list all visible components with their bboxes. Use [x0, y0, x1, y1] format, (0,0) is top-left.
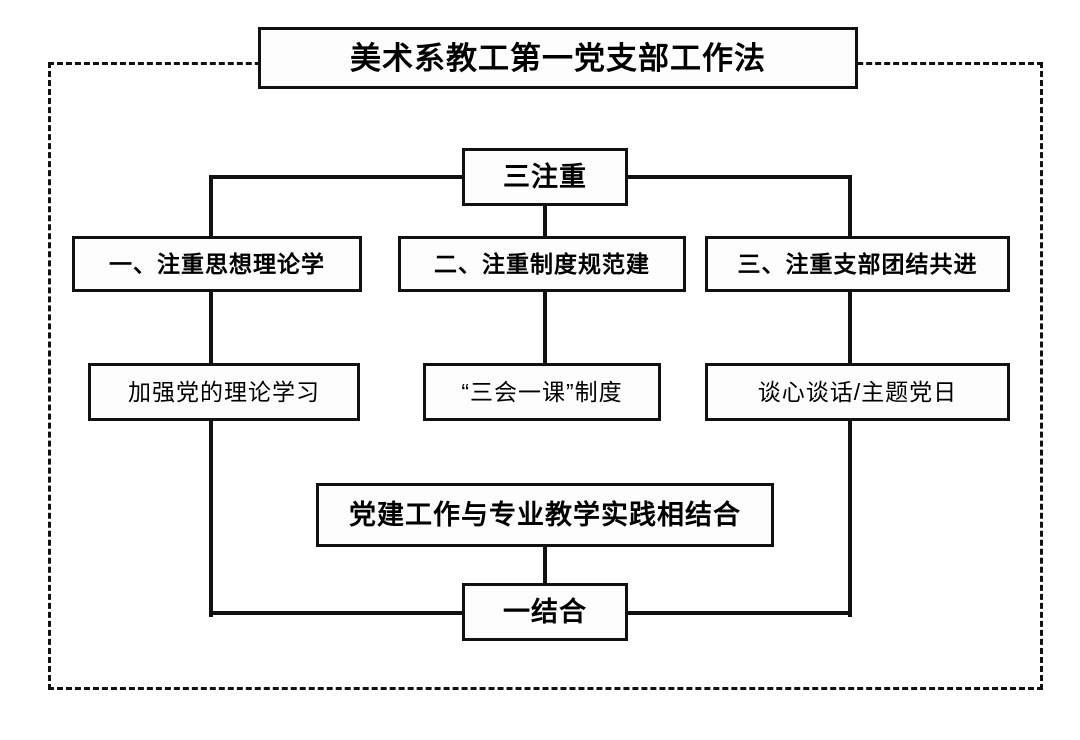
node-category-2-label: 二、注重制度规范建: [434, 250, 650, 277]
node-leaf-1: 加强党的理论学习: [88, 363, 360, 421]
diagram-title-box: 美术系教工第一党支部工作法: [258, 27, 858, 89]
connector-three-focus-left-arm: [209, 175, 464, 179]
diagram-title-text: 美术系教工第一党支部工作法: [350, 40, 766, 76]
node-category-1-label: 一、注重思想理论学: [109, 250, 325, 277]
node-category-3-label: 三、注重支部团结共进: [737, 250, 978, 277]
connector-category-3-to-leaf-3: [848, 290, 852, 365]
node-category-2: 二、注重制度规范建: [398, 236, 686, 292]
node-three-focus-label: 三注重: [503, 161, 587, 192]
node-leaf-2-label: “三会一课”制度: [461, 378, 623, 405]
connector-three-focus-to-category-2: [543, 204, 547, 238]
connector-bottom-left-arm: [209, 611, 464, 615]
node-category-3: 三、注重支部团结共进: [705, 236, 1010, 292]
node-combine-statement-label: 党建工作与专业教学实践相结合: [349, 499, 741, 530]
node-leaf-3: 谈心谈话/主题党日: [705, 363, 1010, 421]
node-combine-statement: 党建工作与专业教学实践相结合: [316, 483, 774, 547]
connector-combine-statement-to-one-combine: [543, 545, 547, 585]
node-category-1: 一、注重思想理论学: [72, 236, 362, 292]
node-one-combine: 一结合: [462, 583, 628, 641]
connector-three-focus-right-arm: [626, 175, 852, 179]
node-leaf-3-label: 谈心谈话/主题党日: [757, 378, 958, 405]
connector-bottom-right-arm: [626, 611, 852, 615]
node-three-focus: 三注重: [462, 148, 628, 206]
node-one-combine-label: 一结合: [503, 596, 587, 627]
node-leaf-1-label: 加强党的理论学习: [128, 378, 320, 405]
connector-category-2-to-leaf-2: [543, 290, 547, 365]
node-leaf-2: “三会一课”制度: [423, 363, 661, 421]
connector-category-1-to-leaf-1: [209, 290, 213, 365]
